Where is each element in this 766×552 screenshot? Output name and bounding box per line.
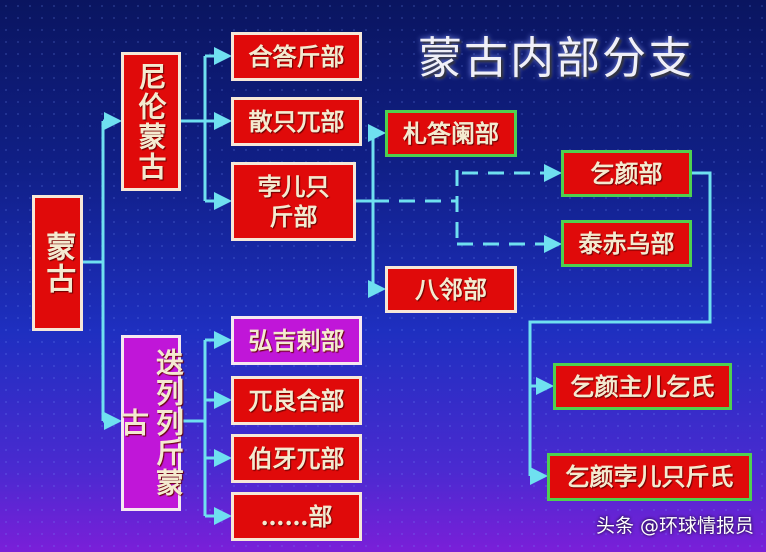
dashed-connector — [373, 170, 459, 244]
node-balin: 八邻部 — [385, 266, 517, 313]
node-mongol: 蒙古 — [32, 195, 83, 331]
node-etc: ……部 — [231, 492, 362, 541]
node-dieli-mongol: 迭列列斤蒙古 — [117, 335, 185, 511]
node-boyawu: 伯牙兀部 — [231, 434, 362, 483]
node-borjigin: 孛儿只斤部 — [231, 162, 356, 241]
connector — [180, 340, 207, 516]
node-qiyan-zhuerqi: 乞颜主儿乞氏 — [553, 363, 732, 410]
node-zhadalan: 札答阑部 — [385, 110, 517, 157]
connector — [180, 56, 207, 201]
node-sanzhiwu: 散只兀部 — [231, 97, 362, 146]
node-hedajin: 合答斤部 — [231, 32, 362, 81]
node-qiyan-borjigin: 乞颜孛儿只斤氏 — [547, 453, 752, 501]
connector — [355, 133, 375, 289]
watermark: 头条 @环球情报员 — [595, 515, 754, 537]
node-wulianghe: 兀良合部 — [231, 376, 362, 425]
connector — [528, 171, 712, 476]
node-hongjila: 弘吉剌部 — [231, 316, 362, 365]
diagram-title: 蒙古内部分支 — [418, 33, 694, 84]
node-niru-mongol: 尼伦蒙古 — [121, 52, 181, 191]
connector — [82, 121, 105, 421]
node-taichiwu: 泰赤乌部 — [561, 220, 692, 267]
node-qiyan: 乞颜部 — [561, 150, 692, 197]
